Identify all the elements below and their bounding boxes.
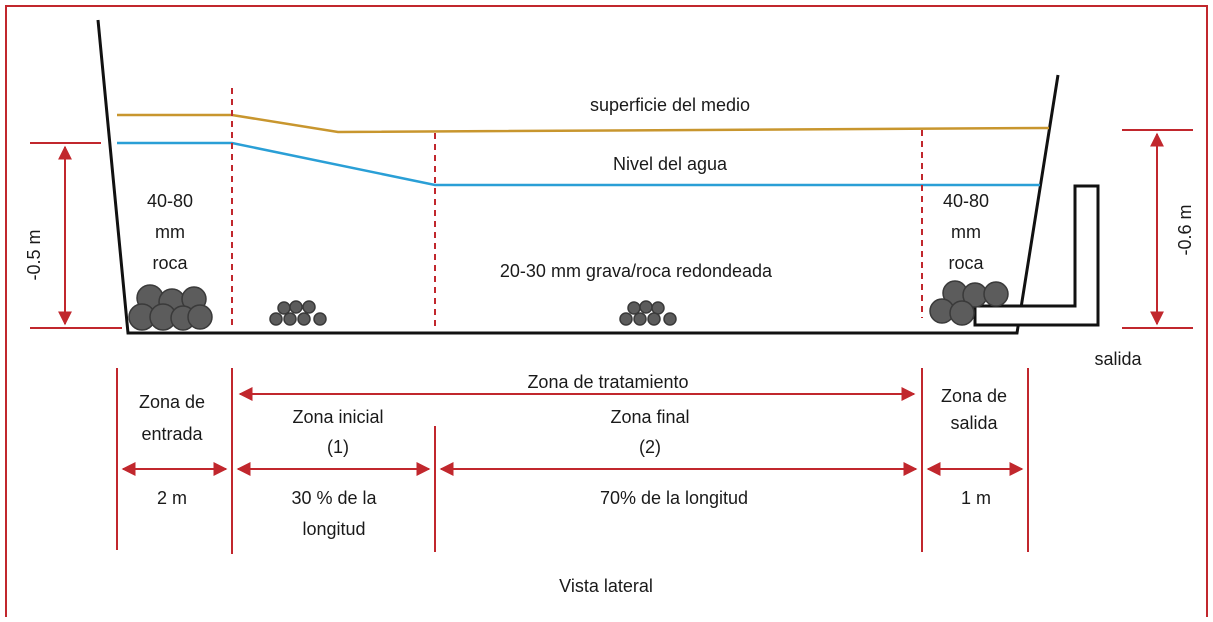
final-zone-label-line1: Zona final [610, 407, 689, 427]
initial-length-label-line2: longitud [302, 519, 365, 539]
initial-length-label-line1: 30 % de la [291, 488, 377, 508]
media-surface-line [117, 113, 1050, 134]
initial-zone-label-line1: Zona inicial [292, 407, 383, 427]
outlet-pipe [973, 184, 1100, 327]
inlet-rock-type-label: roca [152, 253, 188, 273]
depth-left-label: -0.5 m [24, 229, 44, 280]
outlet-rock-unit-label: mm [951, 222, 981, 242]
diagram-caption: Vista lateral [559, 576, 653, 596]
final-zone-label-line2: (2) [639, 437, 661, 457]
media-surface-label: superficie del medio [590, 95, 750, 115]
outlet-rocks [929, 280, 1009, 326]
treatment-zone-label: Zona de tratamiento [527, 372, 688, 392]
inlet-zone-label-line1: Zona de [139, 392, 205, 412]
water-level-label: Nivel del agua [613, 154, 728, 174]
outlet-rock-type-label: roca [948, 253, 984, 273]
inlet-zone-label-line2: entrada [141, 424, 203, 444]
outlet-zone-label-line1: Zona de [941, 386, 1007, 406]
outlet-rock-size-label: 40-80 [943, 191, 989, 211]
final-zone-gravel [619, 300, 677, 326]
final-length-label: 70% de la longitud [600, 488, 748, 508]
inlet-length-label: 2 m [157, 488, 187, 508]
depth-dimension-right [1122, 129, 1193, 329]
gravel-label: 20-30 mm grava/roca redondeada [500, 261, 773, 281]
inlet-rock-size-label: 40-80 [147, 191, 193, 211]
outlet-length-label: 1 m [961, 488, 991, 508]
outer-frame [5, 5, 1208, 622]
depth-dimension-left [30, 142, 122, 329]
initial-zone-gravel [269, 300, 327, 326]
basin-outline [96, 19, 1060, 335]
outlet-label: salida [1094, 349, 1142, 369]
inlet-rock-unit-label: mm [155, 222, 185, 242]
depth-right-label: -0.6 m [1175, 204, 1195, 255]
inlet-rocks [128, 284, 213, 331]
outlet-zone-label-line2: salida [950, 413, 998, 433]
initial-zone-label-line2: (1) [327, 437, 349, 457]
water-level-line [117, 141, 1040, 187]
